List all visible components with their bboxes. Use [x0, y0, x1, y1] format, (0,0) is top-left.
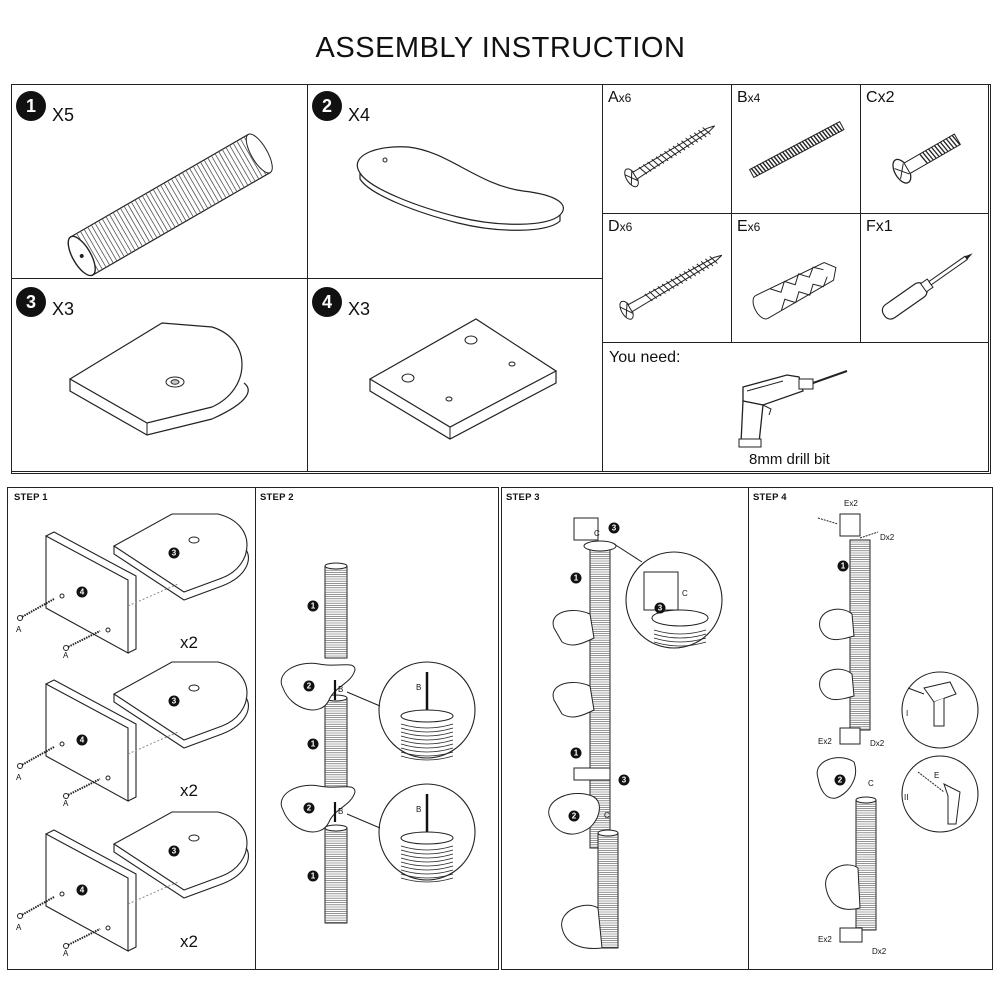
- svg-text:3: 3: [172, 847, 177, 856]
- step-1-multiplier-3: x2: [180, 932, 198, 951]
- step-2-label: STEP 2: [260, 492, 294, 503]
- hardware-e-cell: Ex6: [731, 213, 861, 343]
- wood-screw-d-icon: [619, 254, 723, 320]
- part-2-number: 2: [312, 91, 342, 121]
- svg-text:Ex2: Ex2: [818, 737, 832, 746]
- svg-text:B: B: [338, 685, 343, 694]
- svg-text:2: 2: [572, 812, 577, 821]
- svg-text:1: 1: [311, 740, 316, 749]
- svg-text:C: C: [604, 811, 610, 820]
- part-3-qty: X3: [52, 299, 75, 319]
- svg-text:4: 4: [80, 886, 85, 895]
- svg-text:C: C: [682, 589, 688, 598]
- svg-text:A: A: [63, 949, 69, 958]
- screwdriver-f-icon: [881, 253, 973, 320]
- svg-text:A: A: [16, 773, 22, 782]
- hardware-c-label: Cx2: [866, 89, 895, 106]
- svg-text:A: A: [16, 923, 22, 932]
- part-4-number: 4: [312, 287, 342, 317]
- hardware-b-label: Bx4: [737, 89, 761, 106]
- hardware-d-label: Dx6: [608, 218, 633, 235]
- hardware-c-cell: Cx2: [860, 84, 989, 214]
- step-divider: [255, 488, 256, 969]
- step-divider-2: [748, 488, 749, 969]
- svg-text:C: C: [594, 529, 600, 538]
- step-4-label: STEP 4: [753, 492, 787, 503]
- hardware-f-label: Fx1: [866, 218, 893, 235]
- svg-text:B: B: [416, 683, 421, 692]
- svg-text:B: B: [416, 805, 421, 814]
- svg-text:Dx2: Dx2: [872, 947, 887, 956]
- square-board-icon: [368, 318, 558, 440]
- svg-text:3: 3: [172, 697, 177, 706]
- svg-text:C: C: [868, 779, 874, 788]
- part-1-qty: X5: [52, 105, 75, 125]
- threaded-rod-b-icon: [748, 120, 845, 179]
- part-4-qty: X3: [348, 299, 371, 319]
- hardware-b-cell: Bx4: [731, 84, 861, 214]
- svg-text:1: 1: [841, 562, 846, 571]
- part-1-number: 1: [16, 91, 46, 121]
- svg-text:A: A: [16, 625, 22, 634]
- hardware-a-cell: Ax6: [602, 84, 732, 214]
- svg-text:3: 3: [172, 549, 177, 558]
- svg-text:4: 4: [80, 736, 85, 745]
- step-1-multiplier-1: x2: [180, 633, 198, 652]
- curved-step-icon: [356, 146, 564, 231]
- hardware-f-cell: Fx1: [860, 213, 989, 343]
- svg-text:1: 1: [311, 602, 316, 611]
- round-platform-icon: [68, 322, 249, 436]
- bolt-c-icon: [892, 133, 961, 184]
- step-3-label: STEP 3: [506, 492, 540, 503]
- svg-text:3: 3: [658, 604, 663, 613]
- svg-text:Ex2: Ex2: [818, 935, 832, 944]
- power-drill-icon: [738, 370, 848, 448]
- svg-text:1: 1: [311, 872, 316, 881]
- you-need-cell: You need: 8mm drill bit: [602, 342, 989, 472]
- hardware-e-label: Ex6: [737, 218, 761, 235]
- svg-text:B: B: [338, 807, 343, 816]
- hardware-a-label: Ax6: [608, 89, 632, 106]
- wall-anchor-e-icon: [752, 261, 837, 320]
- part-1-cell: 1 X5: [11, 84, 308, 279]
- svg-text:Dx2: Dx2: [880, 533, 895, 542]
- sisal-post-icon: [67, 133, 273, 277]
- svg-text:1: 1: [574, 574, 579, 583]
- svg-text:E: E: [934, 771, 939, 780]
- wood-screw-a-icon: [624, 125, 716, 188]
- part-3-number: 3: [16, 287, 46, 317]
- svg-text:2: 2: [838, 776, 843, 785]
- svg-text:A: A: [63, 651, 69, 660]
- svg-text:2: 2: [307, 804, 312, 813]
- svg-text:2: 2: [307, 682, 312, 691]
- drill-bit-caption: 8mm drill bit: [749, 451, 830, 468]
- svg-text:3: 3: [622, 776, 627, 785]
- step-1-multiplier-2: x2: [180, 781, 198, 800]
- svg-text:Dx2: Dx2: [870, 739, 885, 748]
- svg-text:1: 1: [574, 749, 579, 758]
- svg-text:II: II: [904, 793, 908, 802]
- svg-text:Ex2: Ex2: [844, 499, 858, 508]
- svg-text:4: 4: [80, 588, 85, 597]
- step-1-label: STEP 1: [14, 492, 48, 503]
- svg-text:A: A: [63, 799, 69, 808]
- part-3-cell: 3 X3: [11, 278, 308, 472]
- part-4-cell: 4 X3: [307, 278, 603, 472]
- svg-text:3: 3: [612, 524, 617, 533]
- part-2-qty: X4: [348, 105, 371, 125]
- you-need-label: You need:: [609, 349, 681, 366]
- svg-text:I: I: [906, 709, 908, 718]
- page-title: ASSEMBLY INSTRUCTION: [315, 32, 686, 64]
- hardware-d-cell: Dx6: [602, 213, 732, 343]
- part-2-cell: 2 X4: [307, 84, 603, 279]
